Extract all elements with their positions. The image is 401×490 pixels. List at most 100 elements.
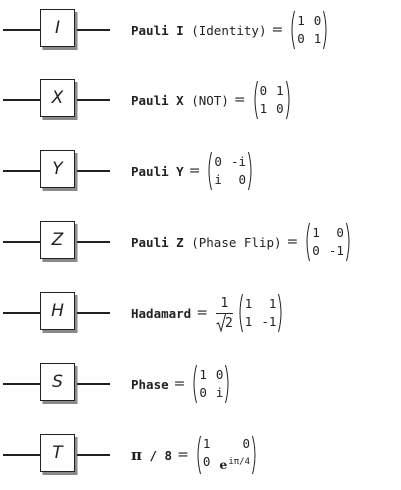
- equals-sign: =: [188, 163, 201, 179]
- matrix-cell: 1: [297, 13, 305, 28]
- gate-name: Pauli I: [131, 22, 184, 38]
- gate-name: Phase: [131, 376, 169, 392]
- matrix-cell: 0: [215, 367, 224, 382]
- gate-symbol: H: [51, 301, 64, 321]
- gate-matrix: 1 0 0 eiπ/4: [195, 435, 258, 475]
- matrix-cell: -1: [328, 243, 344, 258]
- matrix-cell: 1: [268, 296, 277, 311]
- input-wire: [3, 170, 41, 172]
- fraction-denominator: 2: [215, 312, 233, 333]
- matrix-entries: 1 0 0 -1: [312, 225, 344, 259]
- matrix-cell: 1: [312, 225, 320, 240]
- output-wire: [77, 170, 110, 172]
- gate-equation: π / 8= 1 0 0 eiπ/4: [131, 425, 258, 485]
- matrix-cell: i: [215, 385, 224, 400]
- gate-description: (Identity): [191, 22, 267, 38]
- matrix-cell: eiπ/4: [219, 457, 250, 473]
- input-wire: [3, 29, 41, 31]
- gate-box-z: Z: [40, 221, 75, 259]
- matrix-cell: i: [214, 172, 222, 187]
- output-wire: [77, 383, 110, 385]
- matrix-cell: 0: [202, 454, 211, 470]
- gate-name: Pauli X: [131, 92, 184, 108]
- matrix-left-bracket: [197, 435, 201, 475]
- gate-name: π / 8: [131, 446, 173, 464]
- matrix-right-bracket: [278, 293, 282, 333]
- matrix-right-bracket: [225, 364, 229, 404]
- gate-matrix: 0 -i i 0: [206, 151, 254, 191]
- matrix-cell: 0: [238, 172, 247, 187]
- matrix-cell: 1: [199, 367, 207, 382]
- gate-description: (Phase Flip): [191, 234, 282, 250]
- equals-sign: =: [177, 447, 189, 463]
- matrix-right-bracket: [285, 80, 290, 120]
- output-wire: [77, 312, 110, 314]
- gate-name: Pauli Z: [131, 234, 184, 250]
- matrix-cell: 0: [297, 31, 305, 46]
- equals-sign: =: [233, 92, 246, 108]
- matrix-right-bracket: [248, 151, 252, 191]
- gate-name: Hadamard: [131, 305, 192, 321]
- matrix-left-bracket: [239, 293, 243, 333]
- gate-box-t: T: [40, 434, 75, 472]
- gate-box-s: S: [40, 363, 75, 401]
- matrix-left-bracket: [291, 10, 296, 50]
- matrix-left-bracket: [208, 151, 213, 191]
- matrix-cell: 0: [199, 385, 207, 400]
- gate-symbol: X: [51, 88, 64, 108]
- matrix-cell: 1: [202, 436, 211, 452]
- output-wire: [77, 454, 110, 456]
- gate-symbol: S: [52, 372, 63, 392]
- matrix-cell: 1: [259, 101, 268, 116]
- matrix-cell: 0: [259, 83, 268, 98]
- fraction-numerator: 1: [220, 295, 229, 311]
- matrix-cell: 1: [244, 296, 253, 311]
- matrix-cell: 1: [276, 83, 284, 98]
- matrix-right-bracket: [323, 10, 327, 50]
- gate-box-x: X: [40, 79, 75, 117]
- input-wire: [3, 312, 41, 314]
- output-wire: [77, 29, 110, 31]
- gate-box-y: Y: [40, 150, 75, 188]
- gate-symbol: I: [54, 18, 60, 38]
- matrix-cell: 0: [312, 243, 320, 258]
- gate-box-i: I: [40, 9, 75, 47]
- matrix-cell: 0: [276, 101, 284, 116]
- equals-sign: =: [286, 234, 299, 250]
- equals-sign: =: [173, 376, 186, 392]
- matrix-cell: 0: [242, 436, 250, 452]
- output-wire: [77, 241, 110, 243]
- matrix-left-bracket: [306, 222, 311, 262]
- matrix-right-bracket: [345, 222, 350, 262]
- matrix-cell: 0: [336, 225, 344, 240]
- matrix-cell: -1: [261, 314, 277, 329]
- gate-equation: Pauli Z (Phase Flip)= 1 0 0 -1: [131, 212, 352, 272]
- matrix-cell: -i: [230, 154, 247, 169]
- equals-sign: =: [196, 305, 208, 321]
- input-wire: [3, 99, 41, 101]
- input-wire: [3, 241, 41, 243]
- gate-symbol: Z: [51, 230, 64, 250]
- matrix-left-bracket: [254, 80, 258, 120]
- gate-box-h: H: [40, 292, 75, 330]
- matrix-cell: 0: [214, 154, 222, 169]
- equals-sign: =: [271, 22, 284, 38]
- gate-symbol: Y: [52, 159, 63, 179]
